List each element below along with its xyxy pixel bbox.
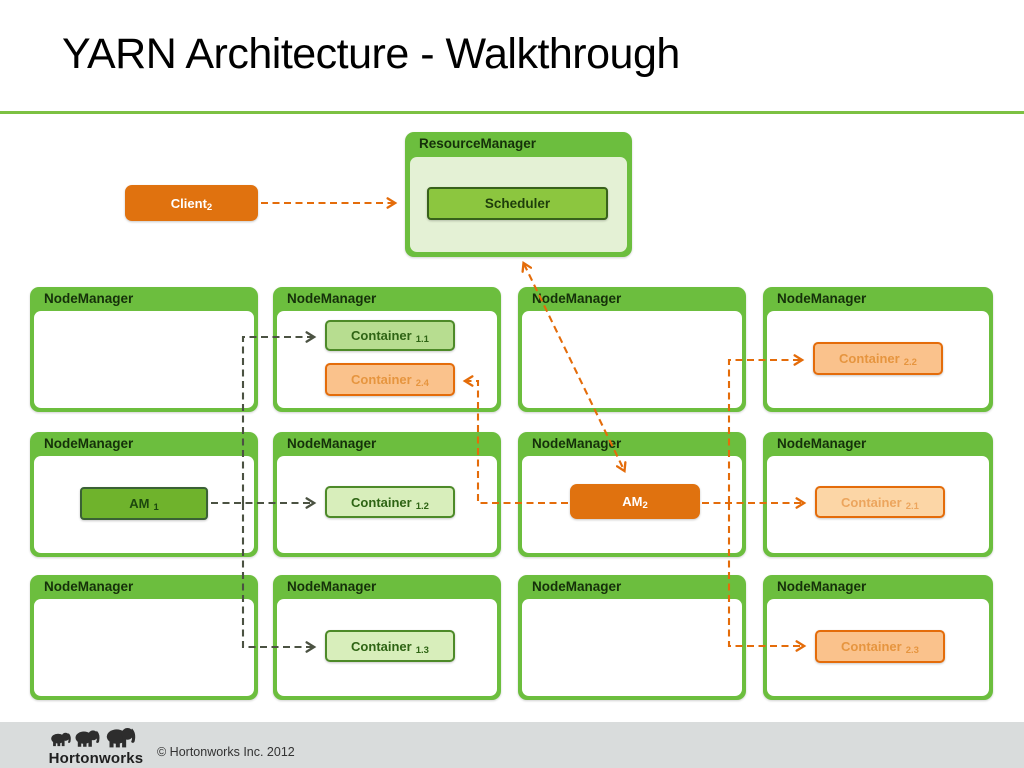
container-sub: 1.3	[415, 644, 429, 656]
container-sub: 1.1	[415, 334, 429, 345]
hortonworks-logo: Hortonworks	[46, 724, 146, 767]
nodemanager-label: NodeManager	[287, 579, 377, 594]
nodemanager-r1c3: NodeManager	[518, 287, 746, 412]
nodemanager-body	[522, 311, 742, 408]
nodemanager-label: NodeManager	[532, 579, 622, 594]
nodemanager-label: NodeManager	[44, 579, 134, 594]
nodemanager-label: NodeManager	[777, 436, 867, 451]
nodemanager-body	[522, 599, 742, 696]
container-label: Container	[839, 351, 900, 366]
nodemanager-label: NodeManager	[532, 291, 622, 306]
logo-wordmark: Hortonworks	[48, 750, 144, 767]
scheduler-label: Scheduler	[484, 196, 551, 211]
nodemanager-label: NodeManager	[532, 436, 622, 451]
container-label: Container	[351, 638, 412, 654]
container-sub: 1.2	[415, 500, 429, 512]
scheduler-box: Scheduler	[427, 187, 608, 220]
am-sub: 2	[642, 500, 648, 511]
nodemanager-r3c3: NodeManager	[518, 575, 746, 700]
nodemanager-label: NodeManager	[287, 291, 377, 306]
resource-manager-label: ResourceManager	[419, 136, 537, 151]
nodemanager-label: NodeManager	[777, 579, 867, 594]
container-sub: 2.2	[903, 357, 917, 368]
resource-manager-box: ResourceManager Scheduler	[405, 132, 632, 257]
container-sub: 2.3	[905, 645, 919, 656]
nodemanager-label: NodeManager	[287, 436, 377, 451]
nodemanager-r1c1: NodeManager	[30, 287, 258, 412]
copyright-text: © Hortonworks Inc. 2012	[157, 745, 295, 759]
container-label: Container	[351, 372, 412, 387]
am-label: AM	[622, 494, 643, 509]
elephants-icon	[51, 728, 136, 748]
container-label: Container	[841, 639, 902, 654]
nodemanager-body	[34, 311, 254, 408]
nodemanager-label: NodeManager	[777, 291, 867, 306]
title-divider	[0, 111, 1024, 114]
container-label: Container	[351, 328, 412, 343]
client-label: Client	[170, 195, 207, 211]
resource-manager-body: Scheduler	[410, 157, 627, 252]
page-title: YARN Architecture - Walkthrough	[62, 30, 680, 78]
container-sub: 2.4	[415, 378, 429, 389]
nodemanager-label: NodeManager	[44, 291, 134, 306]
am-sub: 1	[153, 502, 159, 513]
nodemanager-r3c1: NodeManager	[30, 575, 258, 700]
nodemanager-label: NodeManager	[44, 436, 134, 451]
am-label: AM	[129, 496, 150, 511]
client-sub: 2	[206, 201, 213, 213]
footer-bar	[0, 722, 1024, 768]
container-label: Container	[351, 494, 412, 510]
nodemanager-body	[34, 599, 254, 696]
container-sub: 2.1	[905, 500, 919, 512]
container-label: Container	[841, 494, 902, 510]
